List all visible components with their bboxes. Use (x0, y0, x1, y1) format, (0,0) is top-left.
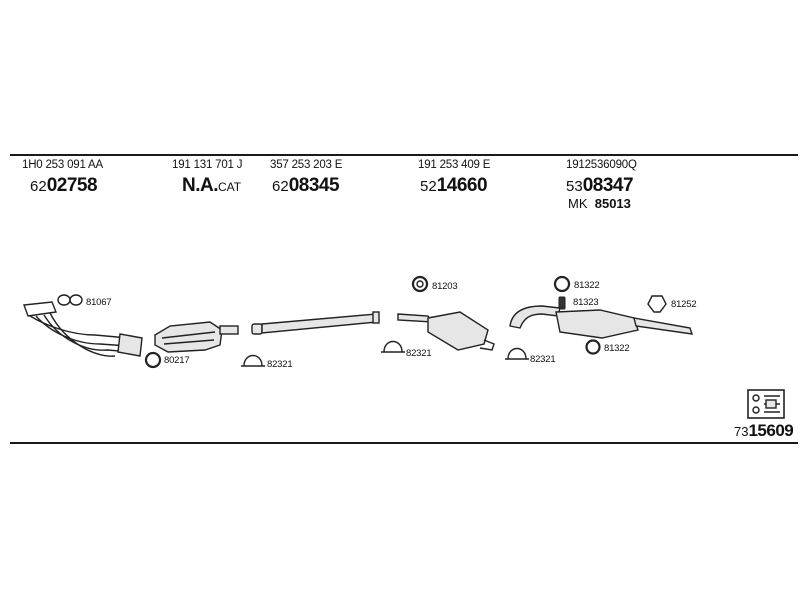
part-main-col3: 08345 (288, 175, 340, 196)
label-82321-a: 82321 (267, 359, 293, 370)
clamp-82321-b (381, 340, 405, 353)
part-prefix-col5: 53 (566, 178, 583, 195)
oem-number-col1: 1H0 253 091 AA (22, 159, 103, 171)
label-82321-b: 82321 (406, 348, 432, 359)
part-main-col4: 14660 (436, 175, 488, 196)
oem-number-col3: 357 253 203 E (270, 159, 343, 171)
part-main-col2: N.A. (182, 175, 219, 196)
label-81252: 81252 (671, 299, 697, 310)
label-81322-a: 81322 (574, 280, 600, 291)
clamp-82321-a (241, 354, 265, 367)
rubber-ring-81322-a (553, 275, 571, 293)
oem-number-col4: 191 253 409 E (418, 159, 491, 171)
rear-silencer (509, 305, 694, 339)
label-80217: 80217 (164, 355, 190, 366)
oem-number-col2: 191 131 701 J (172, 159, 243, 171)
kit-prefix: 73 (734, 424, 749, 439)
top-rule (10, 154, 798, 156)
part-main-col1: 02758 (46, 175, 98, 196)
part-prefix-col1: 62 (30, 178, 47, 195)
label-81203: 81203 (432, 281, 458, 292)
bottom-rule (10, 442, 798, 444)
part-number-col2: N.A.CAT (182, 176, 241, 195)
catalytic-converter (154, 321, 239, 353)
kit-main: 15609 (748, 421, 794, 440)
mount-81323 (558, 296, 566, 310)
part-number-col5: 5308347 (566, 175, 634, 196)
assembly-kit-number: 7315609 (734, 421, 794, 440)
mk-value: 85013 (594, 196, 631, 211)
front-pipe (251, 311, 380, 335)
rubber-ring-81322-b (585, 339, 601, 355)
assembly-kit-icon (747, 389, 785, 419)
mk-label: MK (568, 196, 588, 211)
part-number-col4: 5214660 (420, 175, 488, 196)
gasket-ring-80217 (144, 351, 162, 369)
part-prefix-col3: 62 (272, 178, 289, 195)
mk-number-col5: MK 85013 (568, 196, 631, 211)
manifold-gasket (57, 294, 83, 306)
label-81067: 81067 (86, 297, 112, 308)
rubber-mount-81203 (411, 275, 429, 293)
oem-number-col5: 1912536090Q (566, 159, 637, 171)
part-prefix-col4: 52 (420, 178, 437, 195)
part-number-col1: 6202758 (30, 175, 98, 196)
middle-silencer (397, 311, 495, 351)
part-suffix-col2: CAT (218, 180, 242, 194)
label-81322-b: 81322 (604, 343, 630, 354)
part-main-col5: 08347 (582, 175, 634, 196)
label-81323: 81323 (573, 297, 599, 308)
clamp-82321-c (505, 347, 529, 360)
label-82321-c: 82321 (530, 354, 556, 365)
part-number-col3: 6208345 (272, 175, 340, 196)
exhaust-manifold (23, 301, 143, 357)
hanger-81252 (647, 295, 667, 313)
